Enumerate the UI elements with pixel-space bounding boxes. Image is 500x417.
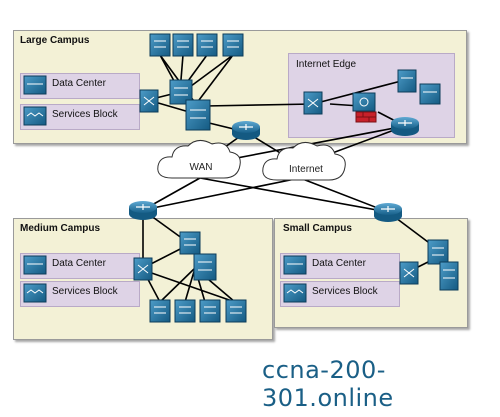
firewall-icon	[355, 111, 377, 123]
wan-cloud-label: WAN	[189, 162, 213, 173]
access-switch-icon	[172, 33, 194, 57]
edge-server-icon	[397, 69, 417, 93]
distribution-switch-icon	[179, 231, 201, 255]
large-campus-title: Large Campus	[20, 35, 90, 46]
access-switch-icon	[225, 299, 247, 323]
distribution-switch-icon	[169, 79, 193, 105]
services-icon	[283, 283, 307, 303]
small-campus-title: Small Campus	[283, 223, 352, 234]
core-switch-icon	[185, 99, 211, 131]
server-icon	[23, 75, 47, 95]
access-switch-icon	[439, 261, 459, 291]
access-switch-icon	[174, 299, 196, 323]
router-icon	[129, 201, 157, 220]
large-data-center-label: Data Center	[52, 78, 106, 89]
access-switch-icon	[199, 299, 221, 323]
edge-switch-icon	[303, 91, 323, 115]
router-icon	[374, 203, 402, 222]
medium-data-center-label: Data Center	[52, 258, 106, 269]
medium-campus-title: Medium Campus	[20, 223, 101, 234]
server-icon	[23, 255, 47, 275]
access-switch-icon	[149, 299, 171, 323]
services-icon	[23, 283, 47, 303]
multilayer-switch-icon	[133, 257, 153, 281]
internet-edge-title: Internet Edge	[296, 59, 357, 70]
access-switch-icon	[196, 33, 218, 57]
edge-server-icon	[419, 83, 441, 105]
core-switch-icon	[193, 253, 217, 281]
large-services-block-label: Services Block	[52, 109, 118, 120]
medium-services-block-label: Services Block	[52, 286, 118, 297]
internet-cloud	[262, 142, 346, 181]
multilayer-switch-icon	[399, 261, 419, 285]
router-icon	[391, 117, 419, 136]
services-icon	[23, 106, 47, 126]
internet-cloud-label: Internet	[289, 164, 323, 175]
distribution-switch-icon	[427, 239, 449, 265]
router-icon	[232, 121, 260, 140]
access-switch-icon	[149, 33, 171, 57]
access-switch-icon	[222, 33, 244, 57]
edge-router-icon	[352, 92, 376, 112]
watermark-text: ccna-200-301.online	[262, 356, 394, 412]
wan-cloud	[157, 140, 241, 179]
small-data-center-label: Data Center	[312, 258, 366, 269]
small-services-block-label: Services Block	[312, 286, 378, 297]
server-icon	[283, 255, 307, 275]
multilayer-switch-icon	[139, 89, 159, 113]
